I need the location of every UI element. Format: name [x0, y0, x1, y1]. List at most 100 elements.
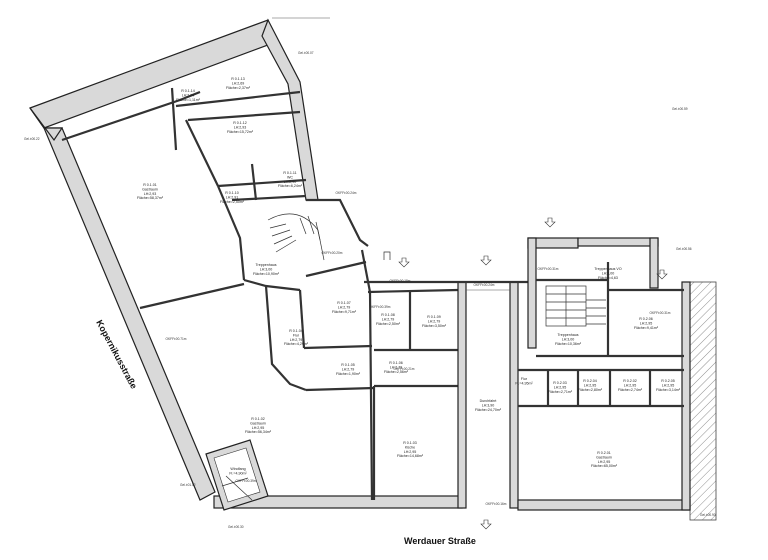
inner-wall-5 — [185, 119, 219, 187]
room-number: R 0.2.03 — [553, 381, 567, 385]
room-name: Treppenhaus VO — [594, 267, 621, 271]
floor-level-label: OKFF±00.18m — [390, 279, 411, 283]
room-area: Fläche=2,50m² — [376, 322, 401, 326]
room-area: Fläche=2,80m² — [578, 388, 603, 392]
windfang-door-line — [221, 477, 249, 487]
passage-block — [364, 280, 530, 509]
room-number: R 0.2.01 — [597, 451, 611, 455]
south-wall-right — [517, 499, 691, 511]
inner-wall-16 — [303, 344, 373, 350]
floor-level-label: OKFF±00.39m — [370, 305, 391, 309]
room-area: Fläche=9,41m² — [634, 326, 659, 330]
room-name: Gastraum — [250, 421, 266, 425]
floor-level-label: OKFF±00.39m — [236, 479, 257, 483]
room-name: Flur — [521, 377, 528, 381]
inner-wall-2 — [170, 87, 178, 151]
ground-level-label: Gel.±00.56 — [676, 247, 692, 251]
room-area: Fl.=4,90m² — [229, 471, 247, 475]
room-height: LH:2,95 — [584, 383, 597, 387]
staircase-vo — [586, 299, 606, 325]
room-name: Gastraum — [596, 455, 612, 459]
room-height: LH:2,95 — [404, 450, 417, 454]
room-name: Gastraum — [142, 187, 158, 191]
room-name: Küche — [405, 445, 415, 449]
room-area: Fl.=4,95m² — [515, 381, 533, 385]
room-area: Fläche=3,14m² — [656, 388, 681, 392]
room-number: R 0.2.02 — [623, 379, 637, 383]
arrow-down-icon — [480, 255, 492, 266]
corner-wall — [29, 107, 64, 142]
room-area: Fläche=14,68m² — [397, 454, 424, 458]
ground-level-label: Gel.±01.52 — [180, 483, 196, 487]
room-number: R 0.1.02 — [251, 417, 265, 421]
room-height: LH:2,93 — [144, 192, 157, 196]
room-name: Flur — [293, 333, 300, 337]
floor-level-label: OKFF±00.71m — [166, 337, 187, 341]
room-area: Fläche=2,50m² — [220, 200, 245, 204]
room-name: Treppenhaus — [557, 333, 578, 337]
north-facade-wall — [29, 19, 277, 129]
inner-wall-12 — [264, 285, 307, 392]
floor-level-label: OKFF±00.21m — [394, 367, 415, 371]
inner-wall-3 — [175, 90, 301, 108]
right-building — [517, 237, 691, 511]
stair-left-wall — [527, 237, 537, 349]
room-number: R 0.2.04 — [583, 379, 597, 383]
room-area: Fläche=10,36m² — [555, 342, 582, 346]
level-labels: OKFF±00.24mOKFF±00.20mOKFF±00.18mOKFF±00… — [24, 51, 716, 529]
room-height: LH:3,00 — [602, 271, 615, 275]
room-height: LH:2,95 — [640, 321, 653, 325]
east-wall-right — [681, 281, 691, 511]
room-height: LH:2,79 — [428, 319, 441, 323]
room-area: Fläche=2,74m² — [618, 388, 643, 392]
inner-wall-14 — [306, 198, 369, 247]
room-number: R 0.1.10 — [225, 191, 239, 195]
arrow-down-icon — [656, 269, 668, 280]
ground-level-label: Gel.±00.07 — [298, 51, 314, 55]
room-number: R 0.2.05 — [661, 379, 675, 383]
room-number: R 0.1.04 — [289, 329, 303, 333]
room-height: LH:2,79 — [290, 338, 303, 342]
room-area: Fläche=10,90m² — [253, 272, 280, 276]
inner-wall-7 — [216, 185, 246, 281]
room-number: R 0.1.07 — [337, 301, 351, 305]
room-height: LH:2,79 — [390, 365, 403, 369]
room-height: LH:2,95 — [598, 460, 611, 464]
stair-vo-top — [577, 237, 659, 247]
room-height: LH:2,95 — [624, 383, 637, 387]
room-number: R 0.1.06 — [389, 361, 403, 365]
room-area: Fläche=9,71m² — [332, 310, 357, 314]
kopernikus-facade-wall — [43, 127, 216, 501]
ground-level-label: Gel.±00.59 — [672, 107, 688, 111]
room-height: LH:3,00 — [260, 267, 273, 271]
room-height: LH:2,94 — [182, 93, 195, 97]
room-height: LH:2,90 — [284, 180, 297, 184]
inner-wall-10 — [139, 282, 245, 310]
inner-wall-4 — [187, 110, 301, 122]
room-area: Fläche=2,71m² — [548, 390, 573, 394]
room-height: LH:2,79 — [342, 367, 355, 371]
room-height: LH:2,95 — [662, 383, 675, 387]
room-area: Fläche=56,34m² — [245, 430, 272, 434]
inner-wall-18 — [360, 249, 374, 501]
room-height: LH:2,95 — [252, 426, 265, 430]
ground-level-label: Gel.±00.22 — [24, 137, 40, 141]
room-height: LH:2,93 — [234, 125, 247, 129]
room-area: Fläche=6,24m² — [278, 184, 303, 188]
arrow-down-icon — [544, 217, 556, 228]
room-area: Fläche=2,37m² — [226, 86, 251, 90]
